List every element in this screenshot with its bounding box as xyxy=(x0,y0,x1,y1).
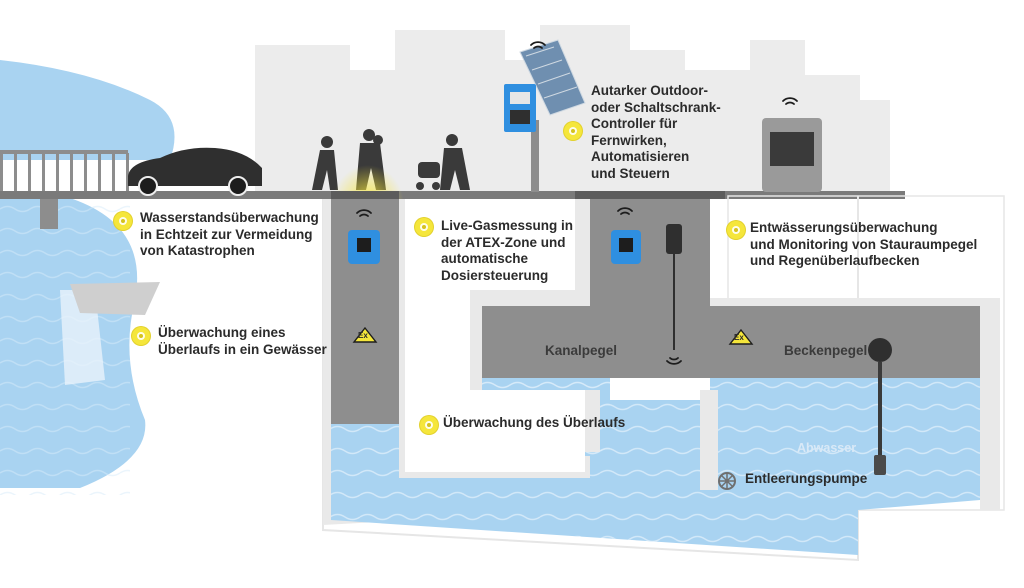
ex-label: Ex xyxy=(734,333,744,342)
wastewater xyxy=(331,378,980,555)
label-controller: Autarker Outdoor-oder Schaltschrank-Cont… xyxy=(591,83,721,181)
callout-dot-controller xyxy=(564,122,582,140)
wifi-icon xyxy=(356,41,798,365)
label-beckenpegel: Beckenpegel xyxy=(784,343,868,358)
controller-box-icon xyxy=(762,118,822,192)
level-sensor xyxy=(868,338,892,475)
callout-dot-gewaesser xyxy=(132,327,150,345)
pump-icon xyxy=(718,472,736,490)
callout-dot-wasserstand xyxy=(114,212,132,230)
callout-dot-ueberlauf xyxy=(420,416,438,434)
level-shaft xyxy=(590,199,710,309)
ex-zone-icon xyxy=(352,326,754,345)
label-ueberlauf: Überwachung des Überlaufs xyxy=(443,415,626,430)
car-icon xyxy=(128,147,262,196)
callout-dot-gas xyxy=(415,218,433,236)
bridge xyxy=(0,150,905,315)
sensor-icon xyxy=(348,224,682,350)
controller-pole xyxy=(504,39,586,192)
label-kanalpegel: Kanalpegel xyxy=(545,343,618,358)
ex-label: Ex xyxy=(358,331,368,340)
label-abwasser: Abwasser xyxy=(797,441,857,455)
label-pumpe: Entleerungspumpe xyxy=(745,471,868,486)
river xyxy=(0,60,175,495)
callout-dot-entwaesserung xyxy=(727,221,745,239)
